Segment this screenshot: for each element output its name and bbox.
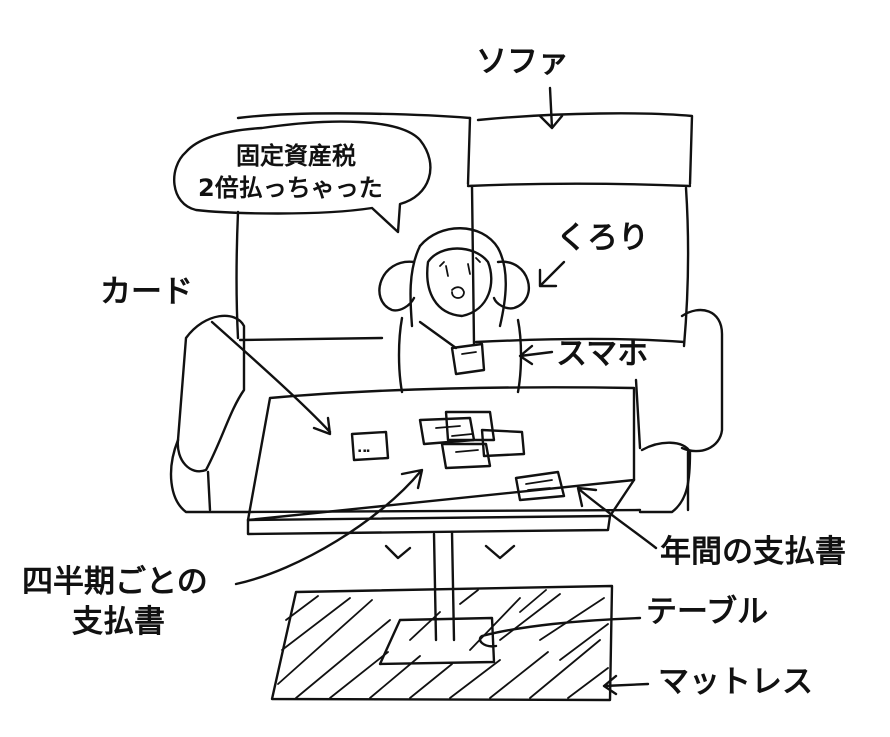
table: ▪ ▪▪ — [246, 386, 636, 642]
sofa-label: ソファ — [476, 44, 569, 80]
quarterly-statement-label-line-1: 四半期ごとの — [22, 564, 208, 600]
sofa — [169, 112, 724, 514]
bubble-line-2: 2倍払っちゃった — [198, 174, 383, 202]
card-label: カード — [100, 274, 193, 310]
speech-bubble: 固定資産税 2倍払っちゃった — [173, 120, 432, 234]
sofa-callout: ソファ — [476, 44, 569, 130]
mattress — [270, 584, 614, 702]
character-label: くろり — [556, 220, 649, 256]
smartphone-callout: スマホ — [518, 336, 648, 372]
card — [350, 430, 390, 462]
mattress-label: マットレス — [658, 664, 813, 700]
table-label: テーブル — [646, 594, 768, 630]
bubble-line-1: 固定資産税 — [236, 142, 356, 170]
card-callout: カード — [100, 274, 332, 436]
annual-statement-label: 年間の支払書 — [660, 534, 846, 570]
table-callout: テーブル — [478, 594, 768, 648]
quarterly-statement-callout: 四半期ごとの 支払書 — [22, 468, 424, 640]
quarterly-statement-label-line-2: 支払書 — [72, 604, 165, 640]
svg-text:▪ ▪▪: ▪ ▪▪ — [358, 448, 370, 454]
character-callout: くろり — [538, 220, 649, 288]
smartphone-label: スマホ — [556, 336, 648, 372]
character — [378, 227, 530, 560]
mattress-callout: マットレス — [602, 664, 813, 700]
annual-statement-callout: 年間の支払書 — [576, 486, 846, 570]
